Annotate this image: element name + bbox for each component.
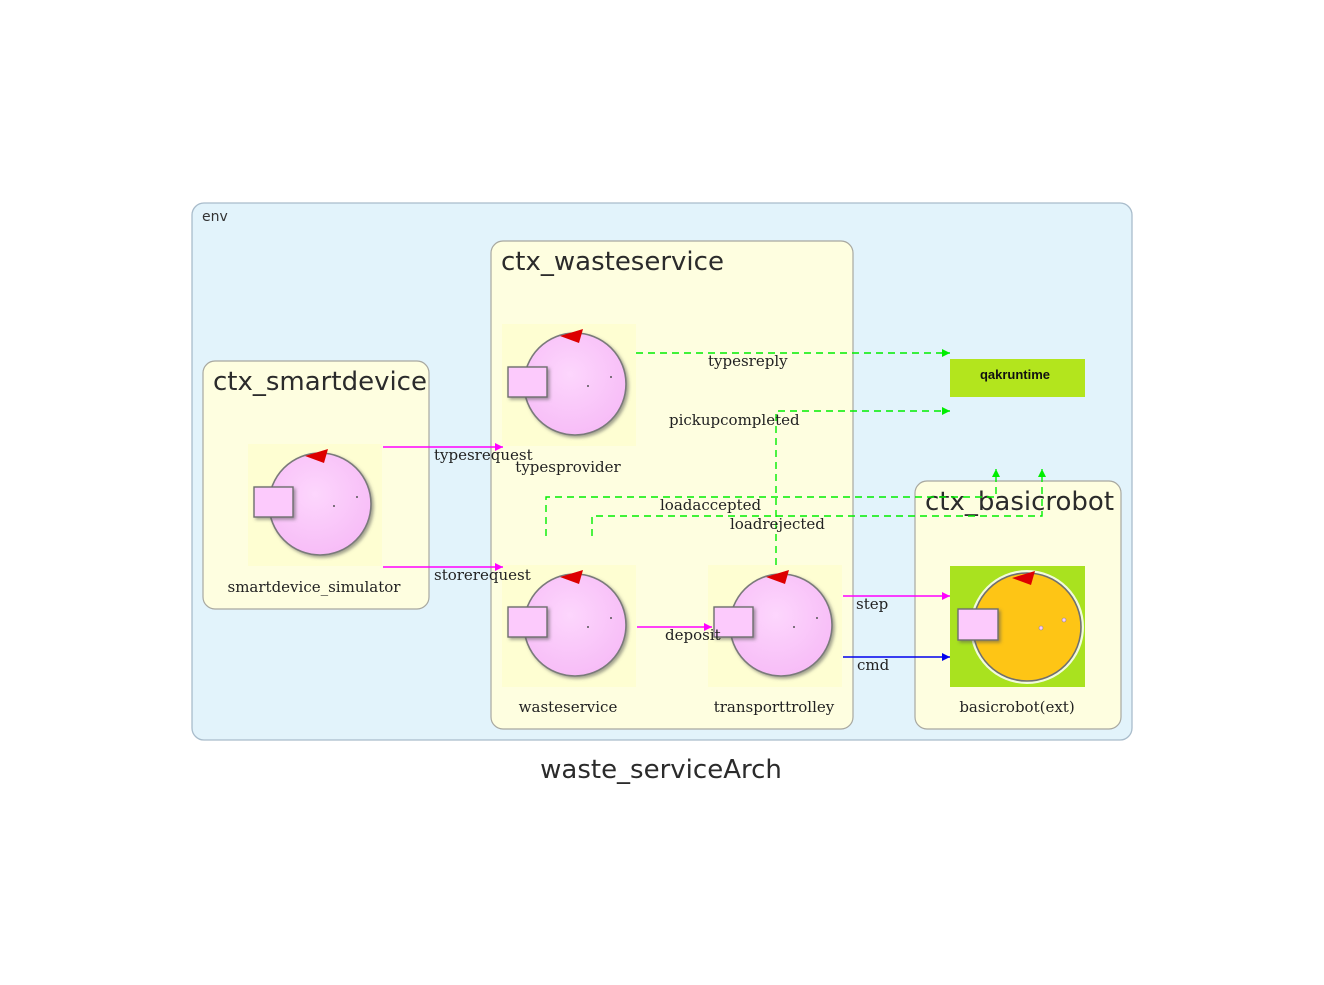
- actor-label: wasteservice: [519, 698, 618, 716]
- edge-step[interactable]: step: [843, 592, 950, 613]
- actor-smartdevice-simulator[interactable]: smartdevice_simulator: [228, 444, 402, 596]
- edge-label: typesrequest: [434, 446, 533, 464]
- edge-pickupcompleted[interactable]: pickupcompleted: [669, 407, 950, 565]
- actor-basicrobot-ext[interactable]: basicrobot(ext): [950, 566, 1085, 716]
- edge-label: storerequest: [434, 566, 531, 584]
- message-box-icon: [507, 366, 548, 398]
- context-wasteservice-title: ctx_wasteservice: [501, 247, 724, 277]
- edge-label: deposit: [665, 626, 721, 644]
- context-smartdevice-title: ctx_smartdevice: [213, 367, 427, 397]
- direction-marker-icon: [560, 329, 583, 343]
- edge-loadrejected[interactable]: loadrejected: [591, 469, 1046, 536]
- actor-label: transporttrolley: [714, 698, 835, 716]
- direction-marker-icon: [766, 570, 789, 584]
- qakruntime-node[interactable]: qakruntime: [950, 359, 1085, 397]
- edges: typesrequest storerequest typesreply pic…: [383, 349, 1046, 674]
- edge-label: cmd: [857, 656, 890, 674]
- actor-transporttrolley[interactable]: transporttrolley: [708, 565, 842, 716]
- env-label: env: [202, 209, 228, 225]
- message-box-icon: [957, 608, 999, 641]
- diagram-title: waste_serviceArch: [540, 755, 782, 785]
- edge-label: pickupcompleted: [669, 411, 800, 429]
- actor-icon: [507, 329, 627, 436]
- edge-typesreply[interactable]: typesreply: [636, 349, 950, 370]
- edge-label: step: [856, 595, 888, 613]
- edge-typesrequest[interactable]: typesrequest: [383, 443, 533, 464]
- actor-icon: [957, 570, 1084, 684]
- actor-wasteservice[interactable]: wasteservice: [502, 565, 636, 716]
- actor-label: typesprovider: [515, 458, 621, 476]
- qakruntime-label: qakruntime: [980, 367, 1050, 382]
- actor-label: smartdevice_simulator: [228, 578, 402, 596]
- message-box-icon: [253, 486, 294, 518]
- edge-label: loadaccepted: [660, 496, 762, 514]
- actor-typesprovider[interactable]: typesprovider: [502, 324, 636, 476]
- edge-storerequest[interactable]: storerequest: [383, 563, 531, 584]
- direction-marker-icon: [305, 449, 328, 463]
- message-box-icon: [507, 606, 548, 638]
- actor-icon: [253, 449, 372, 556]
- edge-label: typesreply: [708, 352, 788, 370]
- actor-icon: [713, 570, 833, 677]
- actor-icon: [507, 570, 627, 677]
- message-box-icon: [713, 606, 754, 638]
- direction-marker-icon: [560, 570, 583, 584]
- edge-loadaccepted[interactable]: loadaccepted: [545, 469, 1000, 536]
- edge-deposit[interactable]: deposit: [637, 623, 721, 644]
- context-basicrobot-title: ctx_basicrobot: [925, 487, 1114, 517]
- direction-marker-icon: [1012, 571, 1035, 585]
- edge-label: loadrejected: [730, 515, 825, 533]
- edge-cmd[interactable]: cmd: [843, 653, 950, 674]
- actor-label: basicrobot(ext): [959, 698, 1074, 716]
